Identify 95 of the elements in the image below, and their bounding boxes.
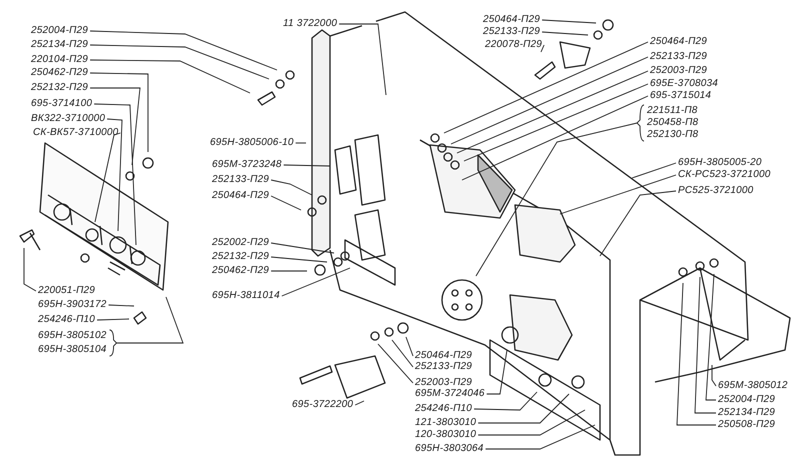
leader-line: [270, 270, 308, 272]
leader-line: [462, 96, 648, 180]
leader-line: [270, 196, 302, 210]
part-number: 254246-П10: [38, 314, 96, 326]
part-number: 250508-П29: [718, 419, 776, 431]
part-number: 252002-П29: [212, 237, 270, 249]
part-number: 695-3722200: [292, 399, 354, 411]
leader-line: [450, 56, 648, 144]
part-number: 695Н-3805104: [38, 344, 107, 356]
part-number: 252133-П29: [483, 26, 540, 38]
part-number: СК-ВК57-3710000: [33, 127, 118, 139]
part-number: 695Н-3805102: [38, 330, 107, 342]
leader-line: [270, 180, 312, 196]
leader-line: [486, 350, 508, 394]
part-number: 695М-3723248: [212, 159, 282, 171]
part-number: СК-РС523-3721000: [678, 169, 770, 181]
leader-line: [600, 190, 676, 256]
part-number: 252134-П29: [31, 39, 88, 51]
leader-line: [94, 104, 136, 246]
leader-line: [474, 392, 538, 410]
part-number: 695Н-3903172: [38, 299, 107, 311]
part-number: 120-3803010: [415, 429, 476, 441]
part-number: 220051-П29: [38, 285, 96, 297]
part-number: 695Е-3708034: [650, 78, 718, 90]
part-number: 250458-П8: [647, 117, 698, 129]
leader-line: [90, 30, 278, 70]
leader-line: [476, 104, 644, 276]
part-number: 250464-П29: [212, 190, 270, 202]
leader-line: [108, 304, 134, 306]
part-number: 695Н-3811014: [212, 290, 280, 302]
part-number: 252133-П29: [650, 51, 708, 63]
leader-line: [632, 162, 676, 178]
leader-line: [676, 282, 716, 426]
leader-line: [109, 296, 184, 356]
leader-line: [478, 410, 586, 436]
part-number: 121-3803010: [415, 417, 476, 429]
part-number: 695-3714100: [31, 98, 92, 110]
part-number: 695М-3805012: [718, 380, 788, 392]
leader-line: [406, 336, 414, 356]
part-number: 695Н-3805006-10: [210, 137, 294, 149]
leader-line: [712, 364, 716, 386]
part-number: 250464-П29: [415, 350, 472, 362]
leader-line: [295, 142, 306, 144]
part-number: 252130-П8: [647, 129, 698, 141]
part-number: 250462-П29: [212, 265, 270, 277]
part-number: 252132-П29: [212, 251, 270, 263]
part-number: 221511-П8: [647, 105, 698, 117]
part-number: 695Н-3805005-20: [678, 157, 762, 169]
part-number: 695-3715014: [650, 90, 712, 102]
leader-line: [270, 256, 328, 262]
part-number: 250462-П29: [31, 67, 88, 79]
leader-line: [94, 132, 121, 222]
leader-line: [90, 88, 140, 166]
leader-line: [354, 400, 364, 406]
part-number: 252133-П29: [415, 361, 472, 373]
leader-line: [281, 268, 350, 296]
part-number: 252004-П29: [31, 25, 88, 37]
part-number: 250464-П29: [650, 36, 708, 48]
part-number: 252133-П29: [212, 174, 270, 186]
part-number: РС525-3721000: [678, 185, 754, 197]
part-number: 252003-П29: [415, 377, 472, 389]
leader-line: [106, 118, 122, 232]
leader-line: [270, 242, 334, 254]
part-number: 252003-П29: [650, 65, 708, 77]
part-number: 252004-П29: [718, 394, 776, 406]
leader-line: [378, 344, 414, 384]
leader-line: [96, 318, 130, 320]
leader-line: [90, 44, 270, 80]
leader-line: [464, 84, 648, 162]
leader-line: [706, 274, 716, 400]
part-number: 254246-П10: [415, 403, 472, 415]
part-number: 252132-П29: [31, 82, 88, 94]
part-number: 250464-П29: [483, 14, 540, 26]
leader-line: [485, 424, 596, 450]
leader-line: [542, 20, 596, 24]
part-number: 11 3722000: [283, 18, 338, 30]
part-number: 220104-П29: [31, 54, 88, 66]
leader-line: [90, 60, 250, 94]
leader-line: [540, 44, 545, 52]
leader-line: [338, 24, 386, 96]
leader-line: [694, 276, 716, 414]
part-number: ВК322-3710000: [31, 113, 106, 125]
part-number: 220078-П29: [485, 39, 542, 51]
leader-line: [24, 248, 36, 292]
leader-line: [444, 42, 648, 134]
leader-line: [283, 164, 330, 166]
part-number: 695Н-3803064: [415, 443, 484, 455]
leader-line: [560, 174, 676, 214]
leader-line: [456, 70, 648, 154]
leader-line: [90, 72, 148, 152]
part-number: 252134-П29: [718, 407, 776, 419]
leader-line: [392, 340, 414, 368]
part-number: 695М-3724046: [415, 388, 485, 400]
leader-line: [542, 32, 588, 36]
leader-line: [478, 394, 570, 424]
